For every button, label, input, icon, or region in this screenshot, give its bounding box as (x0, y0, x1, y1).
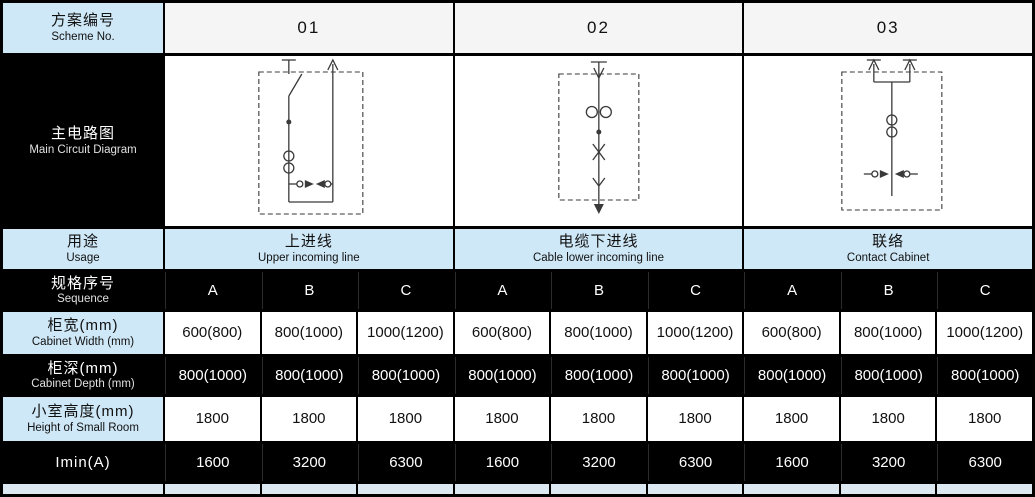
scheme-number-cell: 03 (744, 3, 1032, 53)
clipped-row-stub (261, 484, 357, 494)
usage-cell: 上进线 Upper incoming line (165, 229, 453, 269)
imin-cell: 1600 (744, 444, 839, 481)
imin-cell: 3200 (840, 444, 936, 481)
cable-lower-incoming-line-diagram (557, 61, 640, 214)
imin-cell: 6300 (937, 444, 1032, 481)
clipped-row-stub (744, 484, 839, 494)
sequence-cell: C (647, 272, 743, 309)
usage-label-zh: 用途 (66, 233, 99, 251)
height-label-zh: 小室高度(mm) (31, 403, 135, 421)
imin-cell: 3200 (261, 444, 357, 481)
height-cell: 1800 (937, 397, 1032, 441)
sequence-label-en: Sequence (57, 293, 109, 306)
circuit-label-zh: 主电路图 (50, 125, 115, 143)
sequence-cell: B (261, 272, 357, 309)
scheme-label-zh: 方案编号 (50, 12, 115, 30)
sequence-cell: A (165, 272, 260, 309)
sequence-cell: A (454, 272, 550, 309)
height-cell: 1800 (647, 397, 743, 441)
height-cell: 1800 (551, 397, 646, 441)
width-label-zh: 柜宽(mm) (47, 317, 119, 335)
height-cell: 1800 (165, 397, 260, 441)
width-label-en: Cabinet Width (mm) (31, 335, 135, 348)
sequence-cell: B (551, 272, 646, 309)
usage-row-label: 用途 Usage (3, 229, 163, 269)
imin-cell: 1600 (454, 444, 550, 481)
width-cell: 600(800) (165, 312, 260, 354)
depth-cell: 800(1000) (744, 357, 839, 394)
height-cell: 1800 (358, 397, 453, 441)
depth-cell: 800(1000) (551, 357, 646, 394)
upper-incoming-line-diagram (258, 58, 364, 215)
depth-cell: 800(1000) (358, 357, 453, 394)
circuit-label-en: Main Circuit Diagram (29, 143, 137, 156)
width-cell: 800(1000) (551, 312, 646, 354)
usage-cell: 电缆下进线 Cable lower incoming line (454, 229, 743, 269)
height-label-en: Height of Small Room (27, 421, 139, 434)
width-cell: 800(1000) (261, 312, 357, 354)
width-cell: 600(800) (454, 312, 550, 354)
clipped-row-stub (647, 484, 743, 494)
depth-cell: 800(1000) (937, 357, 1032, 394)
clipped-row-stub (551, 484, 646, 494)
sequence-row-label: 规格序号 Sequence (3, 272, 163, 309)
scheme-row-label: 方案编号 Scheme No. (3, 3, 163, 53)
depth-cell: 800(1000) (261, 357, 357, 394)
height-cell: 1800 (454, 397, 550, 441)
contact-cabinet-diagram (841, 58, 943, 211)
width-cell: 600(800) (744, 312, 839, 354)
sequence-cell: C (937, 272, 1032, 309)
sequence-cell: B (840, 272, 936, 309)
height-row-label: 小室高度(mm) Height of Small Room (3, 397, 163, 441)
circuit-row-label: 主电路图 Main Circuit Diagram (3, 56, 163, 226)
width-cell: 1000(1200) (647, 312, 743, 354)
imin-cell: 6300 (647, 444, 743, 481)
scheme-label-en: Scheme No. (51, 30, 115, 43)
depth-label-en: Cabinet Depth (mm) (31, 378, 135, 391)
clipped-row-stub (937, 484, 1032, 494)
scheme-number-cell: 01 (165, 3, 453, 53)
usage-label-en: Usage (66, 251, 100, 264)
clipped-row-stub (165, 484, 260, 494)
imin-label: Imin(A) (55, 453, 111, 471)
circuit-diagram-scheme-02 (454, 56, 743, 226)
depth-cell: 800(1000) (454, 357, 550, 394)
height-cell: 1800 (261, 397, 357, 441)
usage-cell: 联络 Contact Cabinet (744, 229, 1032, 269)
sequence-cell: C (358, 272, 453, 309)
clipped-row-stub (3, 484, 163, 494)
depth-row-label: 柜深(mm) Cabinet Depth (mm) (3, 357, 163, 394)
scheme-number-cell: 02 (454, 3, 743, 53)
imin-cell: 1600 (165, 444, 260, 481)
circuit-diagram-scheme-03 (744, 56, 1032, 226)
width-cell: 1000(1200) (937, 312, 1032, 354)
height-cell: 1800 (744, 397, 839, 441)
depth-cell: 800(1000) (840, 357, 936, 394)
width-row-label: 柜宽(mm) Cabinet Width (mm) (3, 312, 163, 354)
width-cell: 1000(1200) (358, 312, 453, 354)
imin-cell: 6300 (358, 444, 453, 481)
circuit-diagram-scheme-01 (165, 56, 453, 226)
depth-cell: 800(1000) (165, 357, 260, 394)
sequence-cell: A (744, 272, 839, 309)
depth-label-zh: 柜深(mm) (47, 359, 119, 377)
width-cell: 800(1000) (840, 312, 936, 354)
sequence-label-zh: 规格序号 (50, 274, 115, 292)
clipped-row-stub (358, 484, 453, 494)
height-cell: 1800 (840, 397, 936, 441)
clipped-row-stub (454, 484, 550, 494)
clipped-row-stub (840, 484, 936, 494)
imin-row-label: Imin(A) (3, 444, 163, 481)
depth-cell: 800(1000) (647, 357, 743, 394)
imin-cell: 3200 (551, 444, 646, 481)
